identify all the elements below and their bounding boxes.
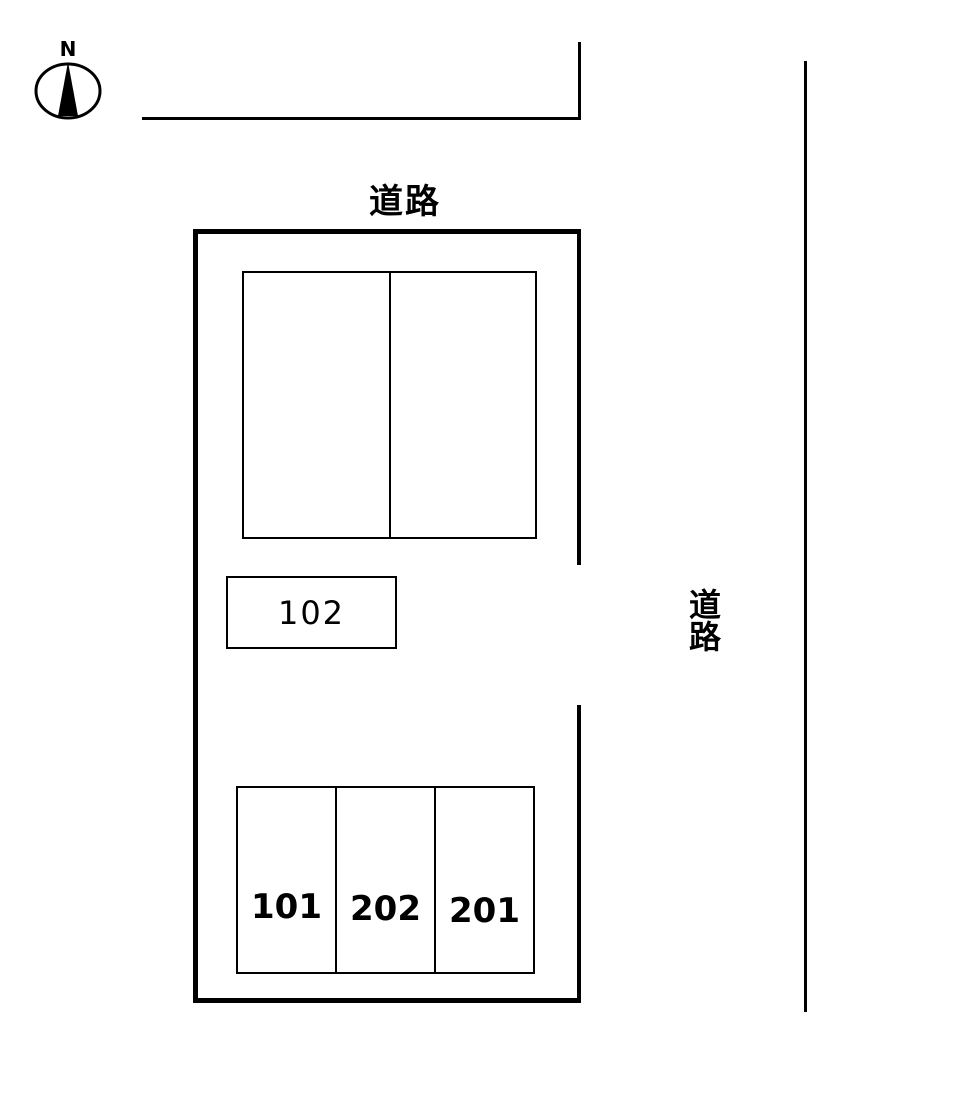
- unit-202-label: 202: [350, 889, 421, 929]
- unit-202: [335, 786, 436, 974]
- lot-border-left: [193, 229, 198, 1003]
- road-label-north: 道路: [369, 181, 441, 222]
- building-top-right: [389, 271, 537, 539]
- lot-border-right-upper: [577, 229, 581, 565]
- north-compass: N: [30, 37, 106, 124]
- boundary-line-north-end: [578, 42, 581, 120]
- unit-102: [226, 576, 397, 649]
- unit-102-label: 102: [277, 593, 346, 632]
- unit-201: [434, 786, 535, 974]
- unit-201-label: 201: [449, 891, 520, 931]
- lot-border-bottom: [193, 998, 581, 1003]
- road-label-east: 道路: [684, 588, 722, 652]
- boundary-line-east: [804, 61, 807, 1012]
- unit-101-label: 101: [251, 887, 322, 927]
- lot-border-right-lower: [577, 705, 581, 1003]
- building-top-left: [242, 271, 391, 539]
- north-label: N: [59, 37, 77, 61]
- lot-border-top: [193, 229, 581, 234]
- north-arrow-icon: [34, 62, 102, 120]
- boundary-line-north: [142, 117, 581, 120]
